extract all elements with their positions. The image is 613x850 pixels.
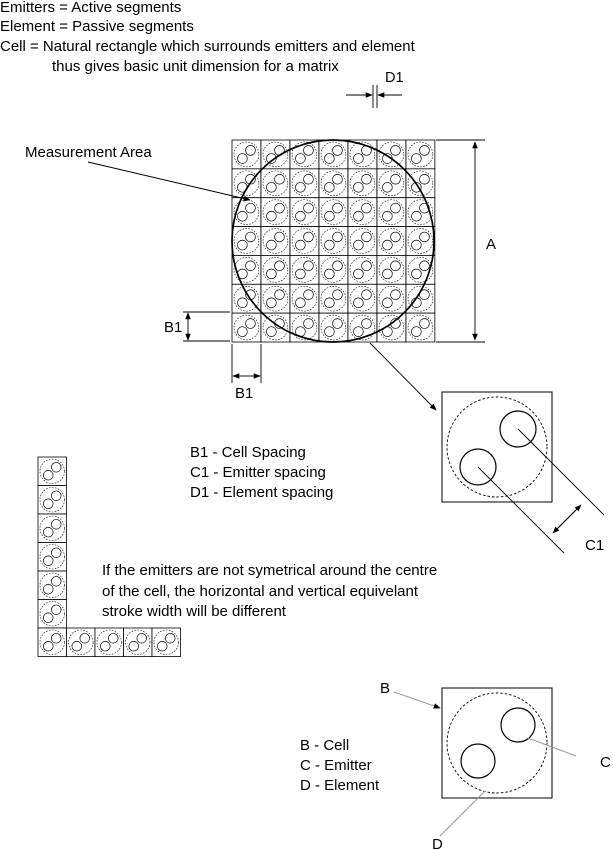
matrix-cell	[347, 255, 378, 285]
matrix-cell	[289, 226, 320, 256]
cell-matrix	[231, 139, 436, 343]
matrix-cell	[289, 197, 320, 227]
note-line-1: If the emitters are not symetrical aroun…	[102, 562, 437, 579]
matrix-cell	[376, 226, 407, 256]
matrix-cell	[318, 255, 349, 285]
labeled-cell-detail: B C D	[380, 680, 611, 850]
enlarged-cell-box	[441, 391, 553, 503]
matrix-cell	[318, 197, 349, 227]
l-shape-cell	[37, 456, 67, 486]
labeled-cell-box	[441, 687, 553, 799]
l-shape-cell	[37, 513, 67, 543]
matrix-cell	[231, 197, 262, 227]
d1-dimension: D1	[346, 70, 404, 108]
matrix-cell	[231, 283, 262, 314]
matrix-cell	[347, 197, 378, 227]
enlarged-cell-detail: C1	[441, 391, 605, 554]
measurement-area-label: Measurement Area	[25, 144, 152, 161]
legend-d: D - Element	[300, 777, 380, 794]
l-shape-cell	[94, 627, 124, 657]
legend-c: C - Emitter	[300, 757, 372, 774]
a-dimension: A	[436, 139, 496, 343]
matrix-cell	[318, 168, 349, 199]
l-shape-cell	[37, 599, 67, 629]
l-shape-cell	[37, 570, 67, 600]
b1-left-dimension: B1	[164, 311, 230, 342]
matrix-cell	[376, 255, 407, 285]
matrix-cell	[405, 139, 436, 170]
matrix-cell	[376, 197, 407, 227]
l-shape-cell	[37, 627, 67, 657]
legend-c1: C1 - Emitter spacing	[190, 464, 326, 481]
matrix-cell	[260, 283, 291, 314]
labeled-emitter-lower	[460, 743, 496, 779]
legend-b: B - Cell	[300, 737, 349, 754]
matrix-cell	[347, 226, 378, 256]
definitions: Emitters = Active segments Element = Pas…	[0, 0, 416, 75]
matrix-cell	[260, 168, 291, 199]
l-shape-cell	[123, 627, 153, 657]
matrix-cell	[376, 139, 407, 170]
matrix-cell	[347, 283, 378, 314]
labeled-element-circle	[446, 692, 548, 794]
matrix-cell	[405, 312, 436, 343]
labeled-emitter-upper	[500, 707, 536, 743]
l-shape-cell	[151, 627, 181, 657]
matrix-cell	[231, 168, 262, 199]
b1-bottom-dimension: B1	[231, 344, 262, 402]
matrix-cell	[231, 312, 262, 343]
legend-d1: D1 - Element spacing	[190, 484, 333, 501]
matrix-cell	[376, 283, 407, 314]
matrix-cell	[318, 283, 349, 314]
matrix-cell	[231, 226, 262, 256]
matrix-cell	[405, 283, 436, 314]
enlarged-element-circle	[446, 396, 548, 498]
definition-cell: Cell = Natural rectangle which surrounds…	[0, 38, 416, 55]
symmetry-note: If the emitters are not symetrical aroun…	[102, 562, 437, 620]
l-shape-cell	[66, 627, 96, 657]
matrix-cell	[231, 139, 262, 170]
b-label: B	[380, 680, 390, 697]
c-label: C	[600, 754, 611, 771]
l-shape-cells	[37, 456, 181, 657]
note-line-3: stroke width will be different	[102, 603, 287, 620]
a-label: A	[486, 236, 496, 253]
measurement-area-callout: Measurement Area	[25, 144, 251, 202]
c1-label: C1	[585, 537, 604, 554]
matrix-cell	[289, 283, 320, 314]
matrix-cell	[405, 226, 436, 256]
matrix-cell	[318, 139, 349, 170]
enlarge-pointer-arrow	[369, 342, 437, 411]
measurement-area-circle	[231, 139, 435, 343]
definition-element: Element = Passive segments	[0, 18, 194, 35]
l-shape-cell	[37, 542, 67, 572]
l-shape-cell	[37, 485, 67, 515]
component-legend: B - Cell C - Emitter D - Element	[300, 737, 380, 794]
matrix-cell	[260, 139, 291, 170]
definition-emitters: Emitters = Active segments	[0, 0, 181, 16]
matrix-cell	[347, 168, 378, 199]
matrix-cell	[376, 312, 407, 343]
definition-cell-continued: thus gives basic unit dimension for a ma…	[52, 58, 339, 75]
legend-b1: B1 - Cell Spacing	[190, 444, 306, 461]
matrix-cell	[405, 168, 436, 199]
d-label: D	[432, 836, 443, 850]
matrix-cell	[260, 197, 291, 227]
matrix-cell	[260, 226, 291, 256]
matrix-cell	[318, 226, 349, 256]
matrix-cell	[289, 168, 320, 199]
matrix-cell	[376, 168, 407, 199]
matrix-cell	[260, 312, 291, 343]
d1-label: D1	[385, 70, 404, 86]
spacing-legend: B1 - Cell Spacing C1 - Emitter spacing D…	[190, 444, 333, 501]
matrix-cell	[260, 255, 291, 285]
b1-bottom-label: B1	[235, 385, 253, 402]
matrix-cell	[289, 255, 320, 285]
matrix-cell	[318, 312, 349, 343]
b1-left-label: B1	[164, 319, 182, 336]
note-line-2: of the cell, the horizontal and vertical…	[102, 583, 419, 600]
